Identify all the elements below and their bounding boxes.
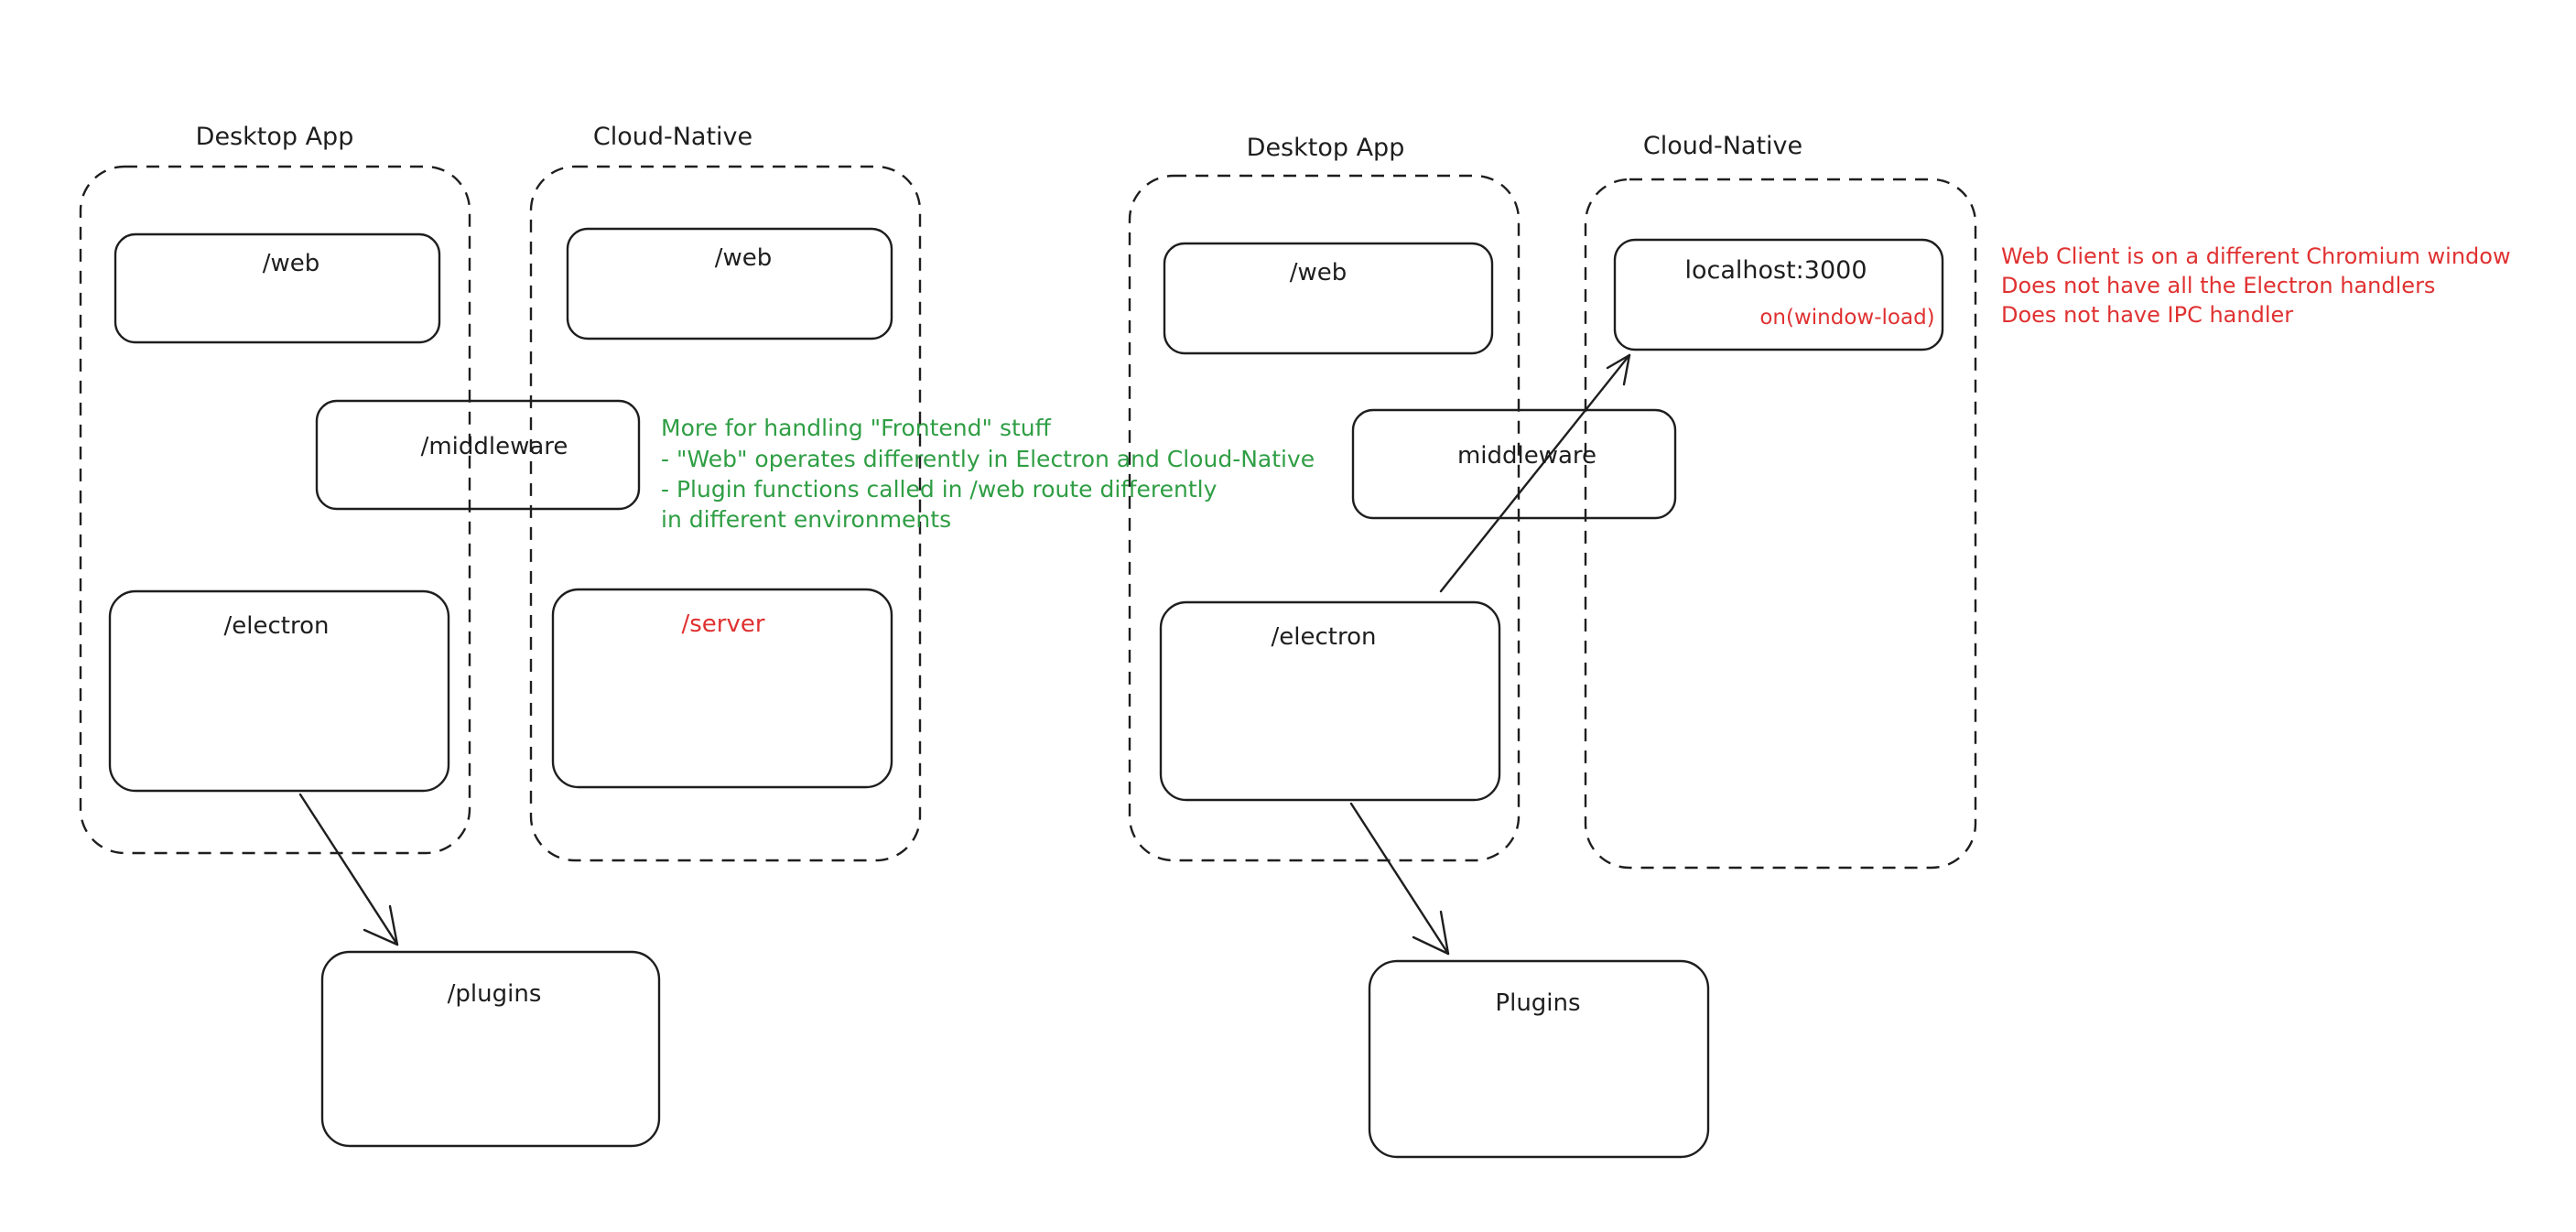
right-electron-label: /electron <box>1272 623 1377 651</box>
left-plugins-label: /plugins <box>448 980 542 1008</box>
frontend-note-line-1: More for handling "Frontend" stuff <box>661 415 1052 441</box>
right-window-load-label: on(window-load) <box>1759 306 1934 330</box>
left-cloud-web-box[interactable] <box>566 227 893 340</box>
left-electron-box[interactable] <box>108 589 450 793</box>
left-server-box[interactable] <box>551 588 893 789</box>
right-localhost-label: localhost:3000 <box>1684 256 1867 285</box>
right-electron-box[interactable] <box>1159 600 1501 802</box>
right-electron-to-plugins-arrow[interactable] <box>1349 802 1450 956</box>
left-middleware-label: /middleware <box>421 433 568 460</box>
right-cloud-native-title: Cloud-Native <box>1643 132 1802 160</box>
left-cloud-web-label: /web <box>715 244 773 272</box>
left-desktop-app-title: Desktop App <box>196 123 354 151</box>
right-middleware-box[interactable] <box>1351 408 1677 520</box>
right-plugins-label: Plugins <box>1495 989 1580 1017</box>
left-plugins-box[interactable] <box>320 950 661 1148</box>
left-desktop-web-box[interactable] <box>114 232 441 344</box>
left-cloud-native-group[interactable] <box>529 165 922 862</box>
frontend-note-line-4: in different environments <box>661 506 951 533</box>
frontend-note-line-2: - "Web" operates differently in Electron… <box>661 446 1315 472</box>
web-client-note-line-1: Web Client is on a different Chromium wi… <box>2001 243 2511 269</box>
right-desktop-app-title: Desktop App <box>1247 134 1405 162</box>
web-client-note-line-2: Does not have all the Electron handlers <box>2001 273 2435 298</box>
web-client-note-line-3: Does not have IPC handler <box>2001 302 2293 328</box>
left-server-label: /server <box>681 611 764 638</box>
right-cloud-native-group[interactable] <box>1584 178 1977 870</box>
left-diagram: Desktop App Cloud-Native /web /web /midd… <box>79 123 922 1148</box>
right-desktop-web-label: /web <box>1290 259 1348 286</box>
left-middleware-box[interactable] <box>315 399 641 511</box>
left-cloud-native-title: Cloud-Native <box>593 123 752 151</box>
web-client-note: Web Client is on a different Chromium wi… <box>2001 243 2511 328</box>
frontend-note-line-3: - Plugin functions called in /web route … <box>661 476 1218 503</box>
right-middleware-label: middleware <box>1457 442 1596 470</box>
left-electron-to-plugins-arrow[interactable] <box>298 793 399 946</box>
right-desktop-web-box[interactable] <box>1163 242 1494 355</box>
right-diagram: Desktop App Cloud-Native /web localhost:… <box>1128 132 1977 1159</box>
left-electron-label: /electron <box>224 612 330 640</box>
right-plugins-box[interactable] <box>1368 959 1710 1159</box>
frontend-note: More for handling "Frontend" stuff - "We… <box>661 415 1315 533</box>
left-desktop-web-label: /web <box>263 250 320 277</box>
right-electron-to-localhost-arrow[interactable] <box>1439 353 1631 593</box>
right-localhost-box[interactable] <box>1613 238 1944 351</box>
